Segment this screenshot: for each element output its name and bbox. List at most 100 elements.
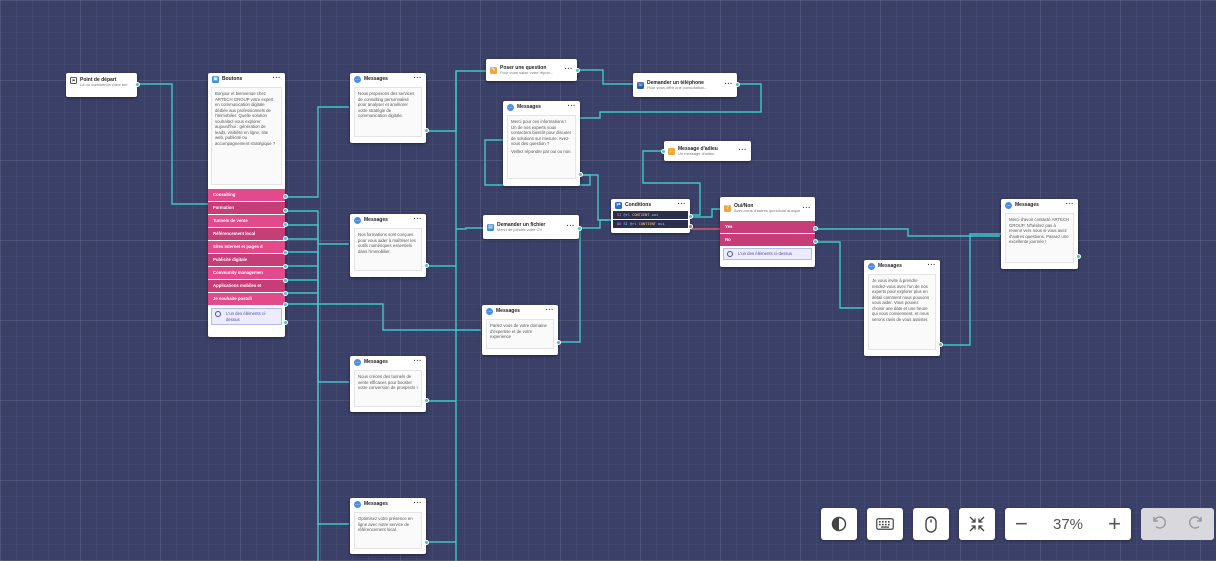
chat-icon: … [354, 75, 361, 83]
messages-node-goodbye[interactable]: … Messages ··· Merci d'avoir contacté AR… [1001, 199, 1081, 269]
port-sites[interactable] [283, 250, 288, 255]
more-options-icon[interactable]: ··· [677, 201, 686, 208]
option-publicite[interactable]: Publicité digitale [208, 254, 285, 266]
zoom-out-button[interactable]: − [1015, 511, 1028, 536]
more-options-icon[interactable]: ··· [413, 75, 422, 82]
chat-icon: … [354, 358, 361, 366]
port-other[interactable] [283, 320, 288, 325]
port-yes[interactable] [813, 226, 818, 231]
redo-button[interactable] [1188, 514, 1204, 535]
option-formation[interactable]: Formation [208, 202, 285, 214]
messages-title: Messages [878, 263, 902, 269]
messages-node-formation[interactable]: … Messages ··· Nos formations sont conçu… [350, 214, 429, 277]
output-port[interactable] [424, 398, 429, 403]
more-options-icon[interactable]: ··· [413, 216, 422, 223]
conditions-title: Conditions [625, 202, 652, 208]
more-options-icon[interactable]: ··· [1065, 201, 1074, 208]
more-options-icon[interactable]: ··· [802, 204, 811, 212]
more-options-icon[interactable]: ··· [724, 81, 733, 88]
start-title: Point de départ [80, 77, 117, 83]
theme-toggle-button[interactable] [821, 508, 857, 540]
chat-icon: … [486, 307, 493, 315]
output-port[interactable] [938, 342, 943, 347]
option-yes[interactable]: Yes [720, 221, 815, 233]
more-options-icon[interactable]: ··· [272, 75, 281, 82]
port-formation[interactable] [283, 208, 288, 213]
output-port[interactable] [1076, 254, 1081, 259]
option-consulting[interactable]: Consulting [208, 189, 285, 201]
output-port[interactable] [556, 340, 561, 345]
ask-question-title: Poser une question [500, 64, 547, 71]
more-options-icon[interactable]: ··· [738, 147, 747, 154]
option-applications[interactable]: Applications mobiles et [208, 280, 285, 292]
option-other-label: L'un des éléments ci-dessus [226, 311, 267, 322]
port-consulting[interactable] [283, 194, 288, 199]
port-no[interactable] [813, 239, 818, 244]
messages-node-expertise[interactable]: … Messages ··· Parlez vous de votre doma… [482, 305, 561, 355]
more-options-icon[interactable]: ··· [927, 262, 936, 269]
messages-text-main: Merci pour ces informations ! Un de nos … [511, 119, 572, 146]
buttons-message: Bonjour et bienvenue chez ARTECH GROUP v… [211, 87, 282, 185]
port-applications[interactable] [283, 291, 288, 296]
output-port[interactable] [575, 68, 580, 73]
messages-node-thanks[interactable]: … Messages ··· Merci pour ces informatio… [503, 101, 583, 186]
more-options-icon[interactable]: ··· [545, 307, 554, 314]
zoom-in-button[interactable]: + [1108, 511, 1121, 536]
start-output-port[interactable] [135, 82, 140, 87]
port-postuler[interactable] [283, 302, 288, 307]
more-options-icon[interactable]: ··· [413, 500, 422, 507]
yesno-node[interactable]: ? Oui/Non Avez-vous d'autres questions a… [720, 197, 818, 267]
ask-question-node[interactable]: ✎ Poser une question Pour vous saisir vo… [486, 59, 580, 81]
input-port[interactable] [661, 149, 666, 154]
ask-question-subtitle: Pour vous saisir votre répon... [500, 70, 554, 75]
goodbye-node[interactable]: ✋ Message d'adieu Un message d'adieu ··· [661, 141, 751, 161]
port-publicite[interactable] [283, 264, 288, 269]
option-other[interactable]: L'un des éléments ci-dessus [211, 308, 282, 325]
messages-node-tunnels[interactable]: … Messages ··· Nous créons des tunnels d… [350, 356, 429, 412]
buttons-node[interactable]: ▣ Boutons ··· Bonjour et bienvenue chez … [208, 73, 288, 337]
option-postuler[interactable]: Je souhaite postuli [208, 293, 285, 305]
more-options-icon[interactable]: ··· [413, 358, 422, 365]
ask-phone-node[interactable]: ☏ Demander un téléphone Pour vous offrir… [633, 73, 740, 97]
mouse-mode-button[interactable] [913, 508, 949, 540]
output-port[interactable] [578, 172, 583, 177]
option-community[interactable]: Community managemen [208, 267, 285, 279]
ask-file-node[interactable]: ▤ Demander un fichier Merci de joindre v… [483, 215, 582, 239]
messages-node-consulting[interactable]: … Messages ··· Nous proposons des servic… [350, 73, 429, 143]
undo-button[interactable] [1151, 514, 1167, 535]
option-tunnels[interactable]: Tunnels de vente [208, 215, 285, 227]
option-sites[interactable]: Sites Internet et pages d [208, 241, 285, 253]
messages-node-appointment[interactable]: … Messages ··· Je vous invite à prendre … [864, 260, 943, 356]
option-other[interactable]: L'un des éléments ci-dessus [723, 248, 812, 260]
port-referencement[interactable] [283, 236, 288, 241]
option-no[interactable]: No [720, 234, 815, 246]
start-node[interactable]: ⚑ Point de départ Là où commence votre b… [66, 73, 140, 97]
condition-row-2[interactable]: OU SI @rl CONTIENT oui [613, 220, 688, 228]
condition-keyword: OU [617, 222, 622, 226]
port-false[interactable] [688, 224, 693, 229]
output-port[interactable] [424, 128, 429, 133]
option-other-label: L'un des éléments ci-dessus [738, 251, 793, 256]
chat-icon: … [354, 500, 361, 508]
port-community[interactable] [283, 278, 288, 283]
conditions-node[interactable]: ⇄ Conditions ··· SI @rl CONTIENT oui OU … [611, 199, 693, 233]
condition-row-1[interactable]: SI @rl CONTIENT oui [613, 211, 688, 219]
more-options-icon[interactable]: ··· [566, 223, 575, 230]
output-port[interactable] [424, 540, 429, 545]
keyboard-shortcuts-button[interactable] [867, 508, 903, 540]
more-options-icon[interactable]: ··· [564, 66, 573, 73]
output-port[interactable] [577, 226, 582, 231]
more-options-icon[interactable]: ··· [567, 103, 576, 110]
fit-view-button[interactable] [959, 508, 995, 540]
option-referencement[interactable]: Référencement local [208, 228, 285, 240]
port-tunnels[interactable] [283, 222, 288, 227]
messages-node-referencement[interactable]: … Messages ··· Optimisez votre présence … [350, 498, 429, 554]
output-port[interactable] [735, 82, 740, 87]
buttons-icon: ▣ [212, 75, 219, 83]
port-true[interactable] [688, 214, 693, 219]
output-port[interactable] [424, 263, 429, 268]
clock-icon [727, 251, 733, 257]
messages-text: Nous proposons des services de consultin… [354, 87, 422, 137]
